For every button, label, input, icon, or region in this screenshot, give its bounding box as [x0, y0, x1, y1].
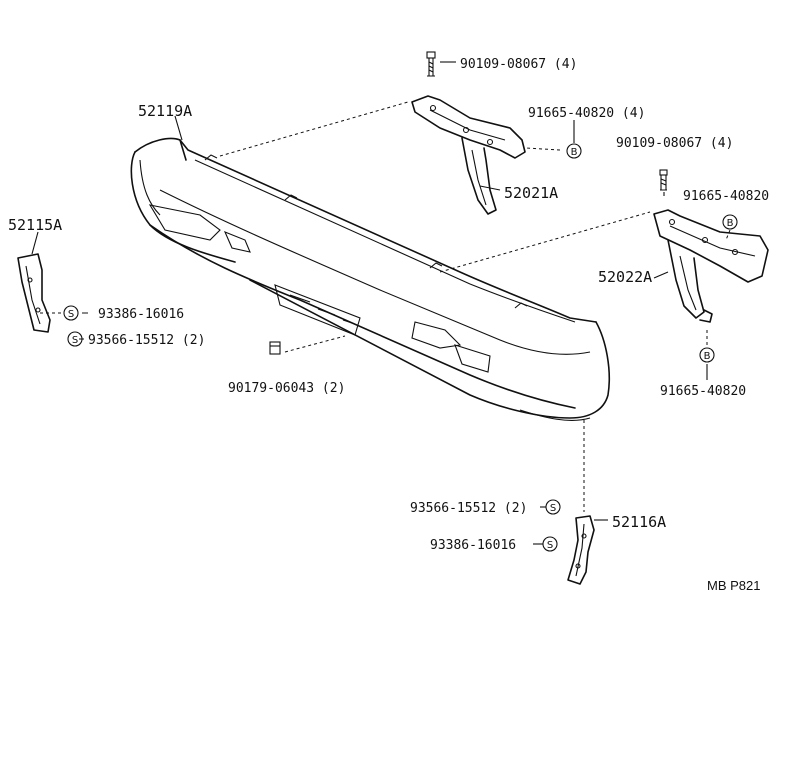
leader-lines [31, 61, 731, 545]
clip-center-icon [269, 341, 281, 355]
label-52116a: 52116A [612, 513, 666, 531]
marker-s-right-a-icon: S [545, 499, 561, 515]
bumper-cover-drawing [130, 137, 611, 421]
svg-text:B: B [704, 351, 711, 362]
svg-text:S: S [550, 503, 556, 514]
label-nut-lower-b: 91665-40820 [660, 384, 746, 399]
svg-text:S: S [68, 309, 74, 320]
svg-text:S: S [547, 540, 553, 551]
label-52119a: 52119A [138, 102, 192, 120]
label-clip-center: 90179-06043 (2) [228, 381, 345, 396]
marker-b-right-icon: B [722, 214, 738, 230]
label-52021a: 52021A [504, 184, 558, 202]
label-clip-left-a: 93386-16016 [98, 307, 184, 322]
svg-text:B: B [727, 218, 734, 229]
svg-text:S: S [72, 335, 78, 346]
label-screw-right: 93566-15512 (2) [410, 501, 527, 516]
side-support-left-drawing [17, 253, 51, 333]
label-screw-left: 93566-15512 (2) [88, 333, 205, 348]
label-nut-right-b: 91665-40820 [683, 189, 769, 204]
bolt-right-icon [659, 169, 668, 191]
marker-b-lower-icon: B [699, 347, 715, 363]
label-52022a: 52022A [598, 268, 652, 286]
label-52115a: 52115A [8, 216, 62, 234]
label-nut-top-b: 91665-40820 (4) [528, 106, 645, 121]
marker-b-top-icon: B [566, 143, 582, 159]
page-code: MB P821 [707, 578, 760, 593]
label-clip-right-a: 93386-16016 [430, 538, 516, 553]
label-bolt-top: 90109-08067 (4) [460, 57, 577, 72]
svg-text:B: B [571, 147, 578, 158]
label-bolt-right: 90109-08067 (4) [616, 136, 733, 151]
reinforcement-left-drawing [411, 95, 526, 215]
bolt-top-icon [426, 51, 436, 77]
marker-s-right-b-icon: S [542, 536, 558, 552]
side-support-right-drawing [567, 515, 595, 585]
reinforcement-right-drawing [653, 209, 769, 323]
marker-s-left-a-icon: S [63, 305, 79, 321]
